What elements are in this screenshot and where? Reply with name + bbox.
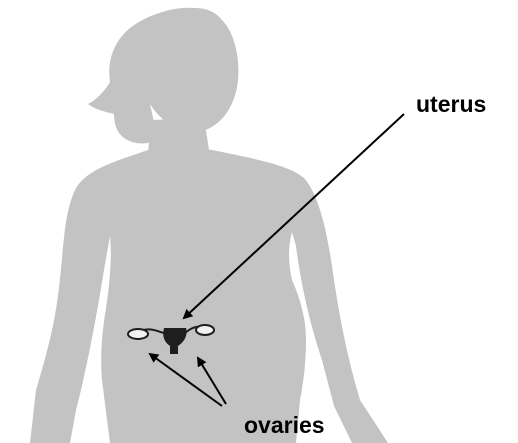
right-ovary (196, 325, 214, 335)
left-ovary (128, 329, 148, 339)
ovaries-label: ovaries (244, 414, 325, 437)
uterus-label: uterus (416, 93, 486, 116)
